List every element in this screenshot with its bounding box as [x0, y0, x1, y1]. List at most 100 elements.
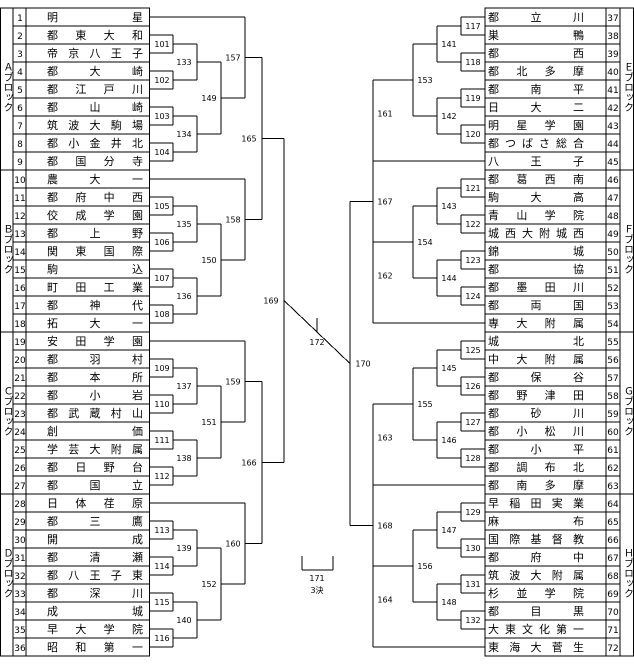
match-number: 121 [465, 184, 480, 193]
team-name: 都東大和 [47, 28, 160, 42]
block-label: Ｇブロック [622, 386, 633, 436]
match-number: 152 [201, 580, 216, 589]
team-number: 70 [607, 608, 619, 618]
team-number: 31 [14, 554, 25, 564]
match-number: 171 [309, 574, 324, 583]
match-number: 140 [176, 616, 191, 625]
match-number: 123 [465, 256, 480, 265]
team-name: 八王子 [488, 155, 616, 168]
team-name: 大東文化第一 [488, 622, 590, 636]
team-number: 26 [14, 464, 26, 474]
match-number: 133 [176, 58, 191, 67]
team-name: 早稲田実業 [488, 496, 594, 510]
match-number: 141 [441, 40, 456, 49]
team-number: 60 [607, 428, 619, 438]
team-name: 都日野台 [47, 460, 160, 474]
team-number: 27 [14, 482, 25, 492]
match-number: 170 [355, 360, 370, 369]
team-number: 61 [607, 446, 618, 456]
team-number: 25 [14, 446, 25, 456]
team-name: 都小松川 [488, 424, 601, 438]
team-number: 11 [14, 194, 25, 204]
team-name: 都北多摩 [488, 64, 601, 78]
team-name: 筑波大駒場 [47, 118, 153, 132]
team-number: 72 [607, 644, 618, 654]
team-number: 19 [14, 338, 26, 348]
match-number: 114 [154, 562, 169, 571]
team-number: 4 [17, 68, 23, 78]
team-number: 34 [14, 608, 26, 618]
block-label: Ｂブロック [1, 224, 12, 274]
team-name: 駒込 [47, 263, 217, 276]
team-number: 71 [607, 626, 618, 636]
team-name: 専大附属 [488, 316, 601, 330]
match-number: 169 [263, 297, 278, 306]
team-number: 39 [607, 50, 619, 60]
team-number: 3 [17, 50, 23, 60]
team-number: 10 [14, 176, 26, 186]
team-name: 昭和第一 [47, 640, 160, 654]
match-number: 143 [441, 202, 456, 211]
team-number: 50 [607, 248, 619, 258]
team-number: 36 [14, 644, 26, 654]
team-name: 都国分寺 [47, 155, 160, 168]
match-number: 172 [309, 338, 324, 347]
team-number: 29 [14, 518, 26, 528]
match-number: 116 [154, 634, 169, 643]
team-number: 33 [14, 590, 25, 600]
team-number: 68 [607, 572, 619, 582]
team-name: 都江戸川 [47, 83, 160, 96]
team-name: 城北 [488, 335, 634, 348]
match-number: 130 [465, 544, 480, 553]
team-number: 12 [14, 212, 25, 222]
match-number: 149 [201, 94, 216, 103]
team-name: 学芸大附属 [47, 442, 153, 456]
match-number: 161 [377, 110, 392, 119]
match-number: 112 [154, 472, 169, 481]
match-number: 156 [417, 562, 432, 571]
team-number: 62 [607, 464, 618, 474]
team-number: 21 [14, 374, 25, 384]
team-name: 都神代 [47, 298, 175, 312]
team-name: 都清瀬 [47, 550, 175, 564]
match-number: 101 [154, 40, 169, 49]
match-number: 166 [241, 459, 256, 468]
team-name: 都国立 [47, 478, 175, 492]
block-label: Ｃブロック [1, 386, 12, 436]
match-number: 153 [417, 76, 432, 85]
team-name: 都上野 [47, 227, 175, 240]
team-name: 都深川 [47, 587, 175, 600]
match-number: 144 [441, 274, 456, 283]
team-name: 早大学院 [47, 622, 160, 636]
match-number: 159 [225, 378, 240, 387]
team-name: 東海大菅生 [488, 640, 594, 654]
team-name: 都小平 [488, 443, 616, 456]
team-number: 14 [14, 248, 26, 258]
team-name: 筑波大附属 [488, 568, 594, 582]
team-number: 23 [14, 410, 25, 420]
team-name: 都南多摩 [488, 478, 601, 492]
team-name: 都協 [488, 263, 634, 276]
match-number: 148 [441, 598, 456, 607]
team-number: 35 [14, 626, 25, 636]
match-number: 157 [225, 54, 240, 63]
team-number: 69 [607, 590, 619, 600]
team-number: 47 [607, 194, 618, 204]
team-name: 都府中西 [47, 190, 160, 204]
team-name: 創価 [47, 424, 217, 438]
block-label: Ｄブロック [1, 548, 12, 598]
team-number: 32 [14, 572, 25, 582]
match-number: 162 [377, 272, 392, 281]
match-number: 137 [176, 382, 191, 391]
team-name: 都大崎 [47, 64, 175, 78]
team-number: 44 [607, 140, 619, 150]
match-number: 158 [225, 216, 240, 225]
team-number: 15 [14, 266, 25, 276]
team-number: 65 [607, 518, 618, 528]
match-number: 136 [176, 292, 191, 301]
match-number: 150 [201, 256, 216, 265]
team-name: 杉並学院 [488, 586, 601, 600]
team-number: 66 [607, 536, 619, 546]
team-name: 都本所 [47, 370, 175, 384]
match-number: 117 [465, 22, 480, 31]
